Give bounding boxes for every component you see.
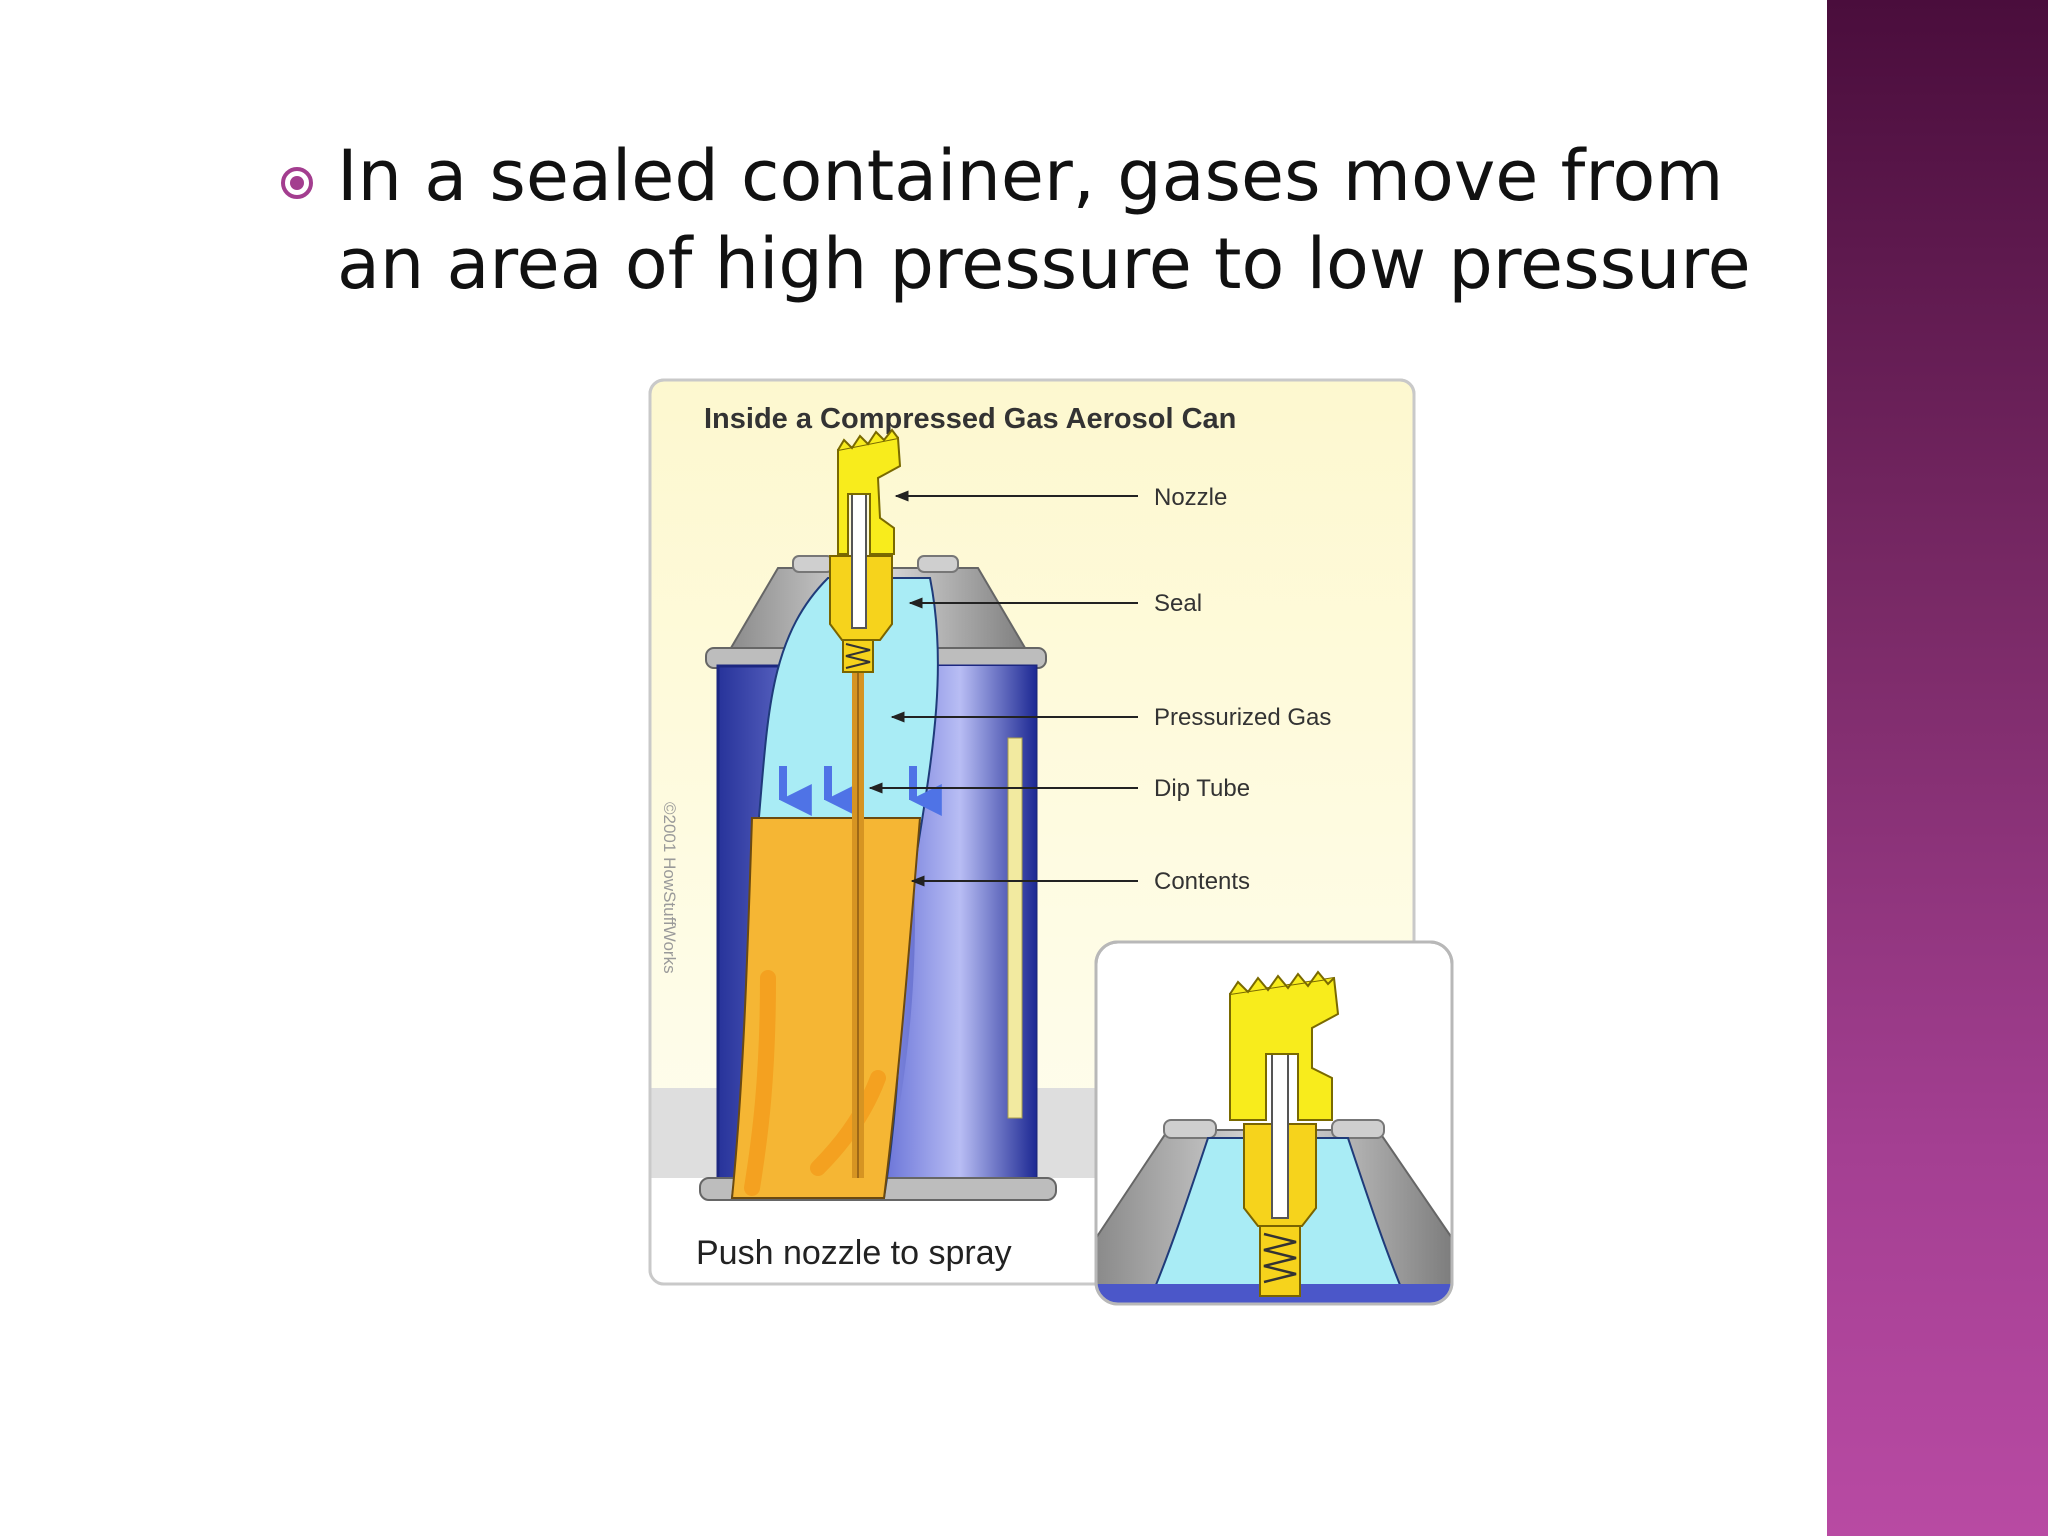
diagram-leader-lines (868, 490, 1138, 887)
label-contents: Contents (1154, 868, 1250, 895)
aerosol-can-diagram: Inside a Compressed Gas Aerosol Can (648, 378, 1456, 1312)
bullet-target-icon (281, 167, 313, 199)
diagram-copyright: ©2001 HowStuffWorks (660, 802, 679, 974)
aerosol-can-body (699, 428, 1057, 1201)
label-dip-tube: Dip Tube (1154, 775, 1250, 802)
nozzle-detail-inset (1094, 940, 1454, 1306)
slide-bullet-text: In a sealed container, gases move from a… (337, 135, 1751, 305)
slide-sidebar-decoration (1827, 0, 2048, 1536)
diagram-title: Inside a Compressed Gas Aerosol Can (704, 403, 1236, 435)
diagram-caption: Push nozzle to spray (696, 1234, 1012, 1272)
label-nozzle: Nozzle (1154, 484, 1227, 511)
label-pressurized-gas: Pressurized Gas (1154, 704, 1331, 731)
label-seal: Seal (1154, 590, 1202, 617)
